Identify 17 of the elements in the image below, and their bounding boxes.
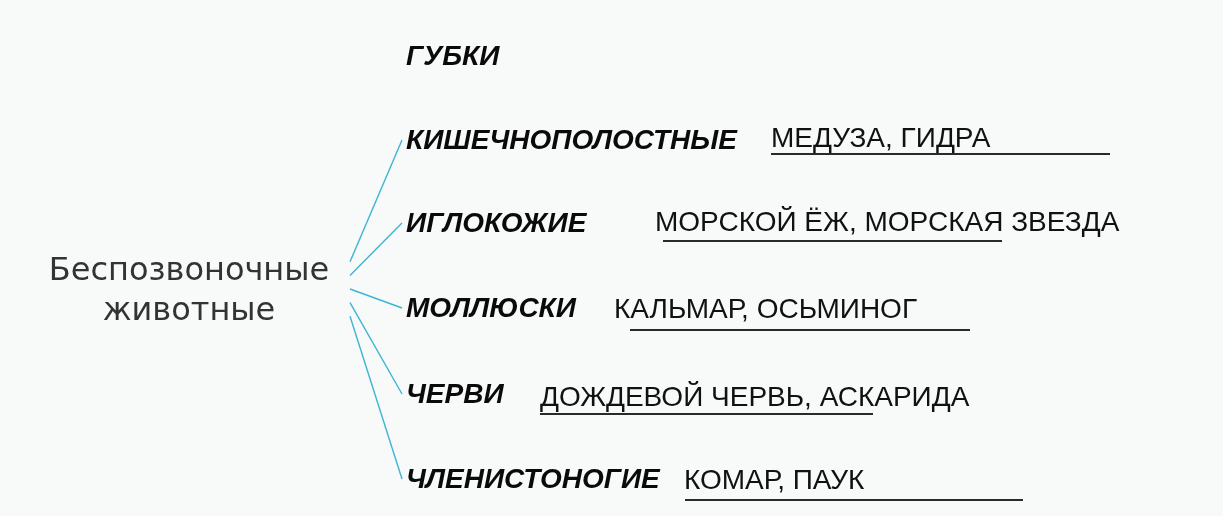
- category-label: МОЛЛЮСКИ: [402, 294, 580, 322]
- category-label: ГУБКИ: [402, 42, 504, 70]
- answer-text: МЕДУЗА, ГИДРА: [771, 124, 991, 152]
- connector-line: [349, 139, 403, 263]
- category-label: ЧЛЕНИСТОНОГИЕ: [402, 465, 664, 493]
- connector-line: [349, 288, 403, 309]
- root-label: Беспозвоночные животные: [28, 249, 350, 329]
- category-label: ИГЛОКОЖИЕ: [402, 209, 591, 237]
- category-label: ЧЕРВИ: [402, 380, 508, 408]
- category-label: КИШЕЧНОПОЛОСТНЫЕ: [402, 126, 741, 154]
- answer-text: КОМАР, ПАУК: [684, 466, 865, 494]
- connector-line: [349, 222, 403, 277]
- answer-text: ДОЖДЕВОЙ ЧЕРВЬ, АСКАРИДА: [540, 383, 970, 411]
- answer-text: КАЛЬМАР, ОСЬМИНОГ: [614, 295, 918, 323]
- connector-line: [349, 315, 403, 480]
- answer-text: МОРСКОЙ ЁЖ, МОРСКАЯ ЗВЕЗДА: [655, 208, 1120, 236]
- connector-line: [349, 301, 403, 395]
